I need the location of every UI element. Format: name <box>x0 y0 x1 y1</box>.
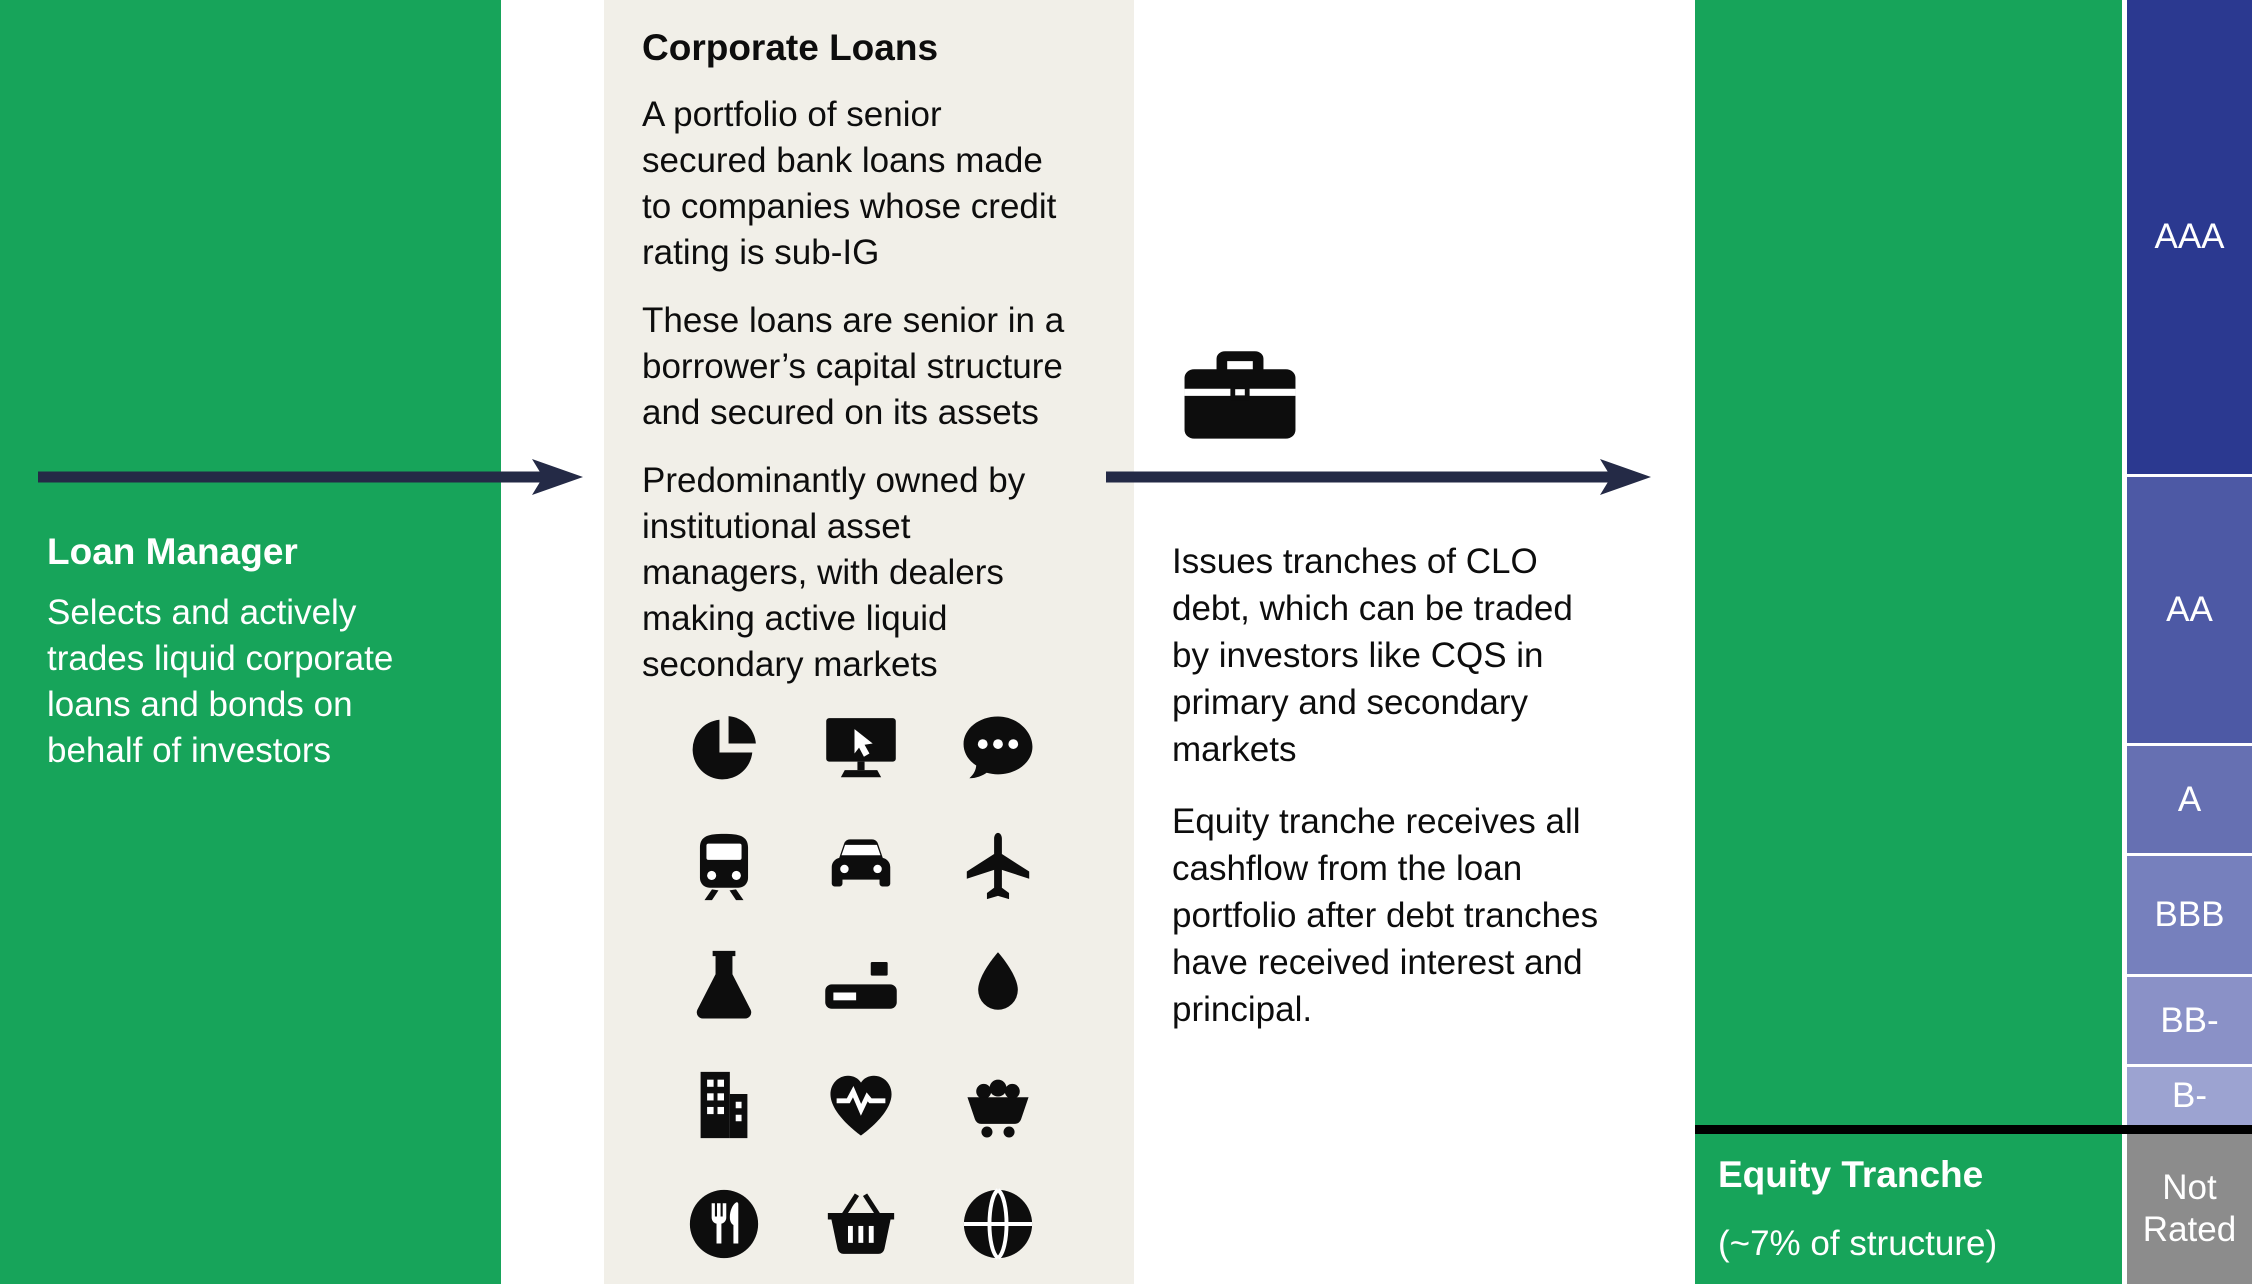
equity-tranche-block: Equity Tranche (~7% of structure) <box>1718 1152 1997 1266</box>
corporate-loans-panel: Corporate Loans A portfolio of senior se… <box>604 0 1134 1284</box>
arrow-right-icon <box>1106 459 1651 495</box>
tranche-b-minus: B- <box>2127 1064 2252 1125</box>
tranche-label: BB- <box>2160 1000 2219 1040</box>
tranche-label: AAA <box>2154 217 2225 256</box>
monitor-cursor-icon <box>826 717 896 777</box>
basket-icon <box>827 1192 895 1254</box>
pie-chart-icon <box>692 715 757 779</box>
equity-tranche-title: Equity Tranche <box>1718 1154 1984 1195</box>
bed-icon <box>825 961 897 1009</box>
tranche-label: BBB <box>2154 895 2225 934</box>
loan-manager-description: Selects and actively trades liquid corpo… <box>47 593 394 770</box>
flask-icon <box>697 950 752 1018</box>
restaurant-icon <box>690 1189 759 1258</box>
arrow-right-icon <box>38 459 583 495</box>
tranche-aaa: AAA <box>2127 0 2252 474</box>
tranche-not-rated: Not Rated <box>2127 1134 2252 1284</box>
tranche-aa: AA <box>2127 474 2252 743</box>
clo-issuer-text-block: Issues tranches of CLO debt, which can b… <box>1172 538 1664 1058</box>
rating-tranche-column: AAA AA A BBB BB- B- Not Rated <box>2127 0 2252 1284</box>
train-icon <box>700 833 749 900</box>
tranche-label: A <box>2177 779 2202 819</box>
chat-dots-icon <box>963 715 1033 778</box>
mining-cart-icon <box>967 1079 1029 1137</box>
tranche-bb-minus: BB- <box>2127 974 2252 1064</box>
corporate-loans-paragraph: These loans are senior in a borrower’s c… <box>642 301 1065 432</box>
sector-icon-grid <box>656 688 1066 1283</box>
corporate-loans-paragraph: A portfolio of senior secured bank loans… <box>642 95 1057 272</box>
clo-issuer-paragraph: Equity tranche receives all cashflow fro… <box>1172 802 1599 1029</box>
corporate-loans-title: Corporate Loans <box>642 27 939 68</box>
tranche-a: A <box>2127 743 2252 853</box>
equity-divider-line <box>1695 1125 2252 1134</box>
loan-manager-title: Loan Manager <box>47 531 298 572</box>
corporate-loans-paragraph: Predominantly owned by institutional ass… <box>642 461 1026 684</box>
tranche-bbb: BBB <box>2127 853 2252 974</box>
clo-panel: Equity Tranche (~7% of structure) <box>1695 0 2122 1284</box>
heart-pulse-icon <box>830 1075 892 1136</box>
airplane-icon <box>966 832 1029 899</box>
loan-manager-panel: Loan Manager Selects and actively trades… <box>0 0 501 1284</box>
globe-icon <box>963 1187 1032 1260</box>
tranche-label: B- <box>2172 1076 2207 1115</box>
loan-manager-text-block: Loan Manager Selects and actively trades… <box>47 530 447 774</box>
tranche-label: Not Rated <box>2142 1168 2237 1249</box>
tranche-label: AA <box>2166 590 2213 629</box>
briefcase-icon <box>1184 351 1296 439</box>
clo-issuer-paragraph: Issues tranches of CLO debt, which can b… <box>1172 542 1573 769</box>
equity-tranche-subtitle: (~7% of structure) <box>1718 1224 1998 1263</box>
building-icon <box>700 1071 748 1138</box>
flame-icon <box>977 951 1018 1010</box>
car-icon <box>831 838 891 886</box>
